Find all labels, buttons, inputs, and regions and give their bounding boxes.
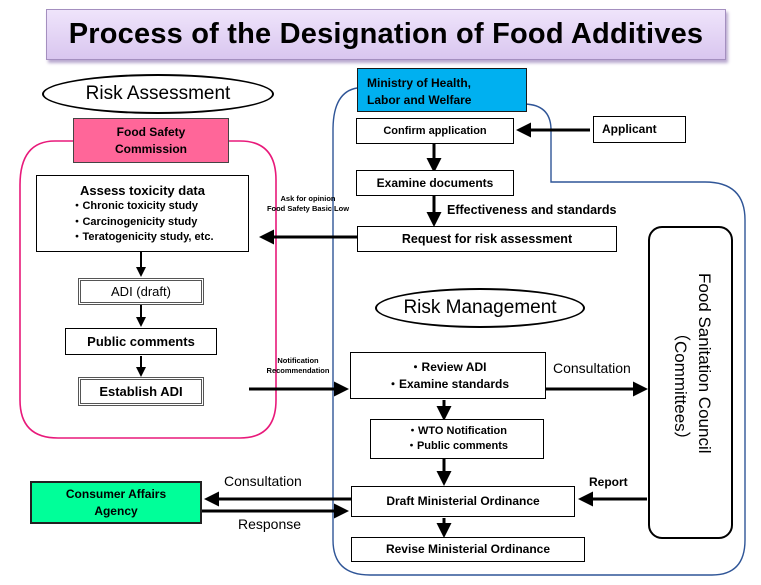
consumer-response-label: Response	[238, 516, 302, 532]
risk-management-oval: Risk Management	[375, 288, 585, 328]
consumer-line-1: Consumer Affairs	[65, 487, 167, 502]
review-adi-box: ・Review ADI ・Examine standards	[350, 352, 546, 399]
notification-label: Notification Recommendation	[258, 356, 338, 376]
food-sanitation-council-box: Food Sanitation Council （Committees）	[648, 226, 733, 539]
examine-documents-box: Examine documents	[356, 170, 514, 196]
mhlw-line-2: Labor and Welfare	[367, 93, 472, 108]
mhlw-label: Ministry of Health, Labor and Welfare	[357, 68, 527, 112]
report-label: Report	[589, 475, 628, 489]
review-item: ・Examine standards	[386, 376, 510, 391]
effectiveness-label: Effectiveness and standards	[447, 203, 617, 217]
assess-item: ・Chronic toxicity study	[71, 200, 199, 213]
risk-assessment-region	[19, 140, 277, 439]
revise-ordinance-box: Revise Ministerial Ordinance	[351, 537, 585, 562]
ask-opinion-line-2: Food Safety Basic Low	[266, 204, 350, 214]
commission-line-2: Commission	[114, 141, 187, 156]
consumer-affairs-agency-box: Consumer Affairs Agency	[30, 481, 202, 524]
commission-line-1: Food Safety	[116, 125, 186, 140]
wto-item: ・Public comments	[405, 440, 509, 452]
applicant-box: Applicant	[593, 116, 686, 143]
assess-toxicity-title: Assess toxicity data	[79, 182, 205, 198]
assess-item: ・Teratogenicity study, etc.	[71, 230, 214, 243]
review-item: ・Review ADI	[409, 360, 487, 375]
wto-notification-box: ・WTO Notification ・Public comments	[370, 419, 544, 459]
public-comments-box: Public comments	[65, 328, 217, 355]
page-title: Process of the Designation of Food Addit…	[46, 9, 726, 60]
risk-assessment-oval: Risk Assessment	[42, 74, 274, 114]
wto-item: ・WTO Notification	[406, 425, 507, 438]
council-line-2: （Committees）	[671, 324, 690, 449]
ask-opinion-line-1: Ask for opinion	[280, 194, 336, 203]
mhlw-line-1: Ministry of Health,	[367, 76, 472, 90]
establish-adi-box: Establish ADI	[78, 377, 204, 406]
adi-draft-box: ADI (draft)	[78, 278, 204, 305]
ask-opinion-label: Ask for opinion Food Safety Basic Low	[258, 194, 358, 214]
council-consultation-label: Consultation	[553, 360, 631, 376]
consumer-consultation-label: Consultation	[224, 473, 302, 489]
draft-ordinance-box: Draft Ministerial Ordinance	[351, 486, 575, 517]
notification-line-1: Notification	[277, 356, 319, 365]
assess-item: ・Carcinogenicity study	[71, 215, 198, 228]
notification-line-2: Recommendation	[266, 366, 330, 376]
confirm-application-box: Confirm application	[356, 118, 514, 144]
request-risk-assessment-box: Request for risk assessment	[357, 226, 617, 252]
assess-toxicity-box: Assess toxicity data ・Chronic toxicity s…	[36, 175, 249, 252]
food-safety-commission-label: Food Safety Commission	[73, 118, 229, 163]
council-line-1: Food Sanitation Council	[695, 273, 714, 454]
consumer-line-2: Agency	[94, 503, 138, 518]
